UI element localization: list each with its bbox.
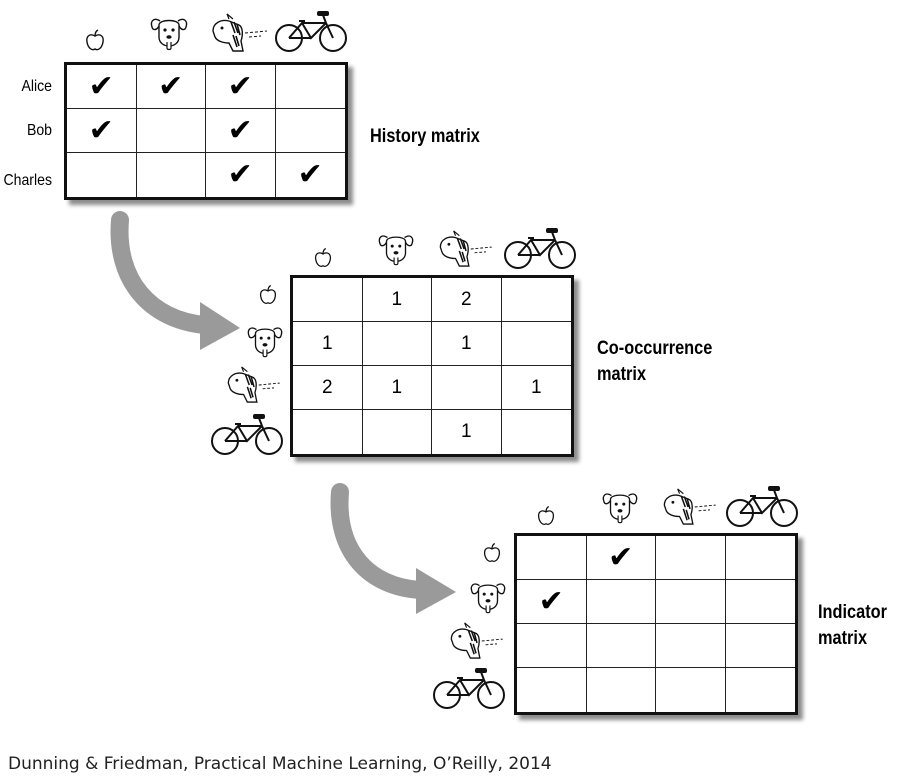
indicator-cell-r2-c1: ✔: [517, 580, 587, 624]
bicycle-icon: [503, 226, 577, 270]
cooccurrence-cell-r3-c3: [432, 366, 502, 410]
checkmark-icon: ✔: [227, 157, 253, 192]
cooccurrence-cell-r3-c2: 1: [362, 366, 432, 410]
puppy-icon: [600, 488, 640, 526]
pony-icon: [209, 13, 271, 53]
indicator-cell-r4-c1: [517, 668, 587, 712]
checkmark-icon: ✔: [608, 539, 634, 575]
checkmark-icon: ✔: [538, 583, 564, 619]
indicator-cell-r4-c2: [587, 668, 656, 712]
checkmark-icon: ✔: [88, 112, 114, 148]
checkmark-icon: ✔: [158, 68, 184, 104]
indicator-matrix: ✔✔: [514, 533, 798, 715]
cooccurrence-cell-r4-c1: [293, 410, 363, 454]
cooccurrence-cell-r2-c4: [501, 322, 571, 366]
history-cell-r1-c4: [275, 65, 345, 109]
bicycle-icon: [274, 9, 348, 53]
pony-icon: [660, 488, 720, 526]
indicator-cell-r4-c3: [656, 668, 726, 712]
indicator-cell-r1-c3: [656, 536, 726, 580]
cooccurrence-count: 1: [530, 376, 542, 398]
cooccurrence-count: 2: [321, 376, 333, 398]
apple-icon: [84, 29, 106, 53]
history-cell-r1-c1: ✔: [67, 65, 137, 109]
indicator-cell-r3-c2: [586, 624, 656, 668]
indicator-cell-r1-c2: ✔: [586, 536, 656, 580]
arrow-cooccurrence-to-indicator: [330, 483, 456, 614]
row-label-bob: Bob: [26, 122, 52, 139]
cooccurrence-count: 1: [460, 421, 472, 442]
cooccurrence-title-line1: Co-occurrence: [597, 338, 713, 359]
history-matrix: ✔ ✔ ✔ ✔ ✔ ✔ ✔: [64, 62, 348, 200]
cooccurrence-count: 1: [321, 332, 333, 354]
cooccurrence-cell-r2-c1: 1: [293, 322, 363, 366]
apple-icon: [536, 505, 556, 528]
indicator-cell-r3-c3: [656, 624, 726, 668]
apple-icon: [258, 284, 278, 307]
cooccurrence-cell-r1-c1: [293, 278, 363, 322]
checkmark-icon: ✔: [88, 68, 114, 104]
cooccurrence-cell-r4-c3: 1: [432, 410, 502, 454]
history-cell-r3-c1: [67, 153, 137, 197]
apple-icon: [313, 247, 333, 270]
cooccurrence-cell-r4-c2: [363, 410, 432, 454]
checkmark-icon: ✔: [227, 112, 253, 148]
pony-icon: [223, 366, 285, 404]
indicator-cell-r2-c2: [586, 580, 656, 624]
cooccurrence-cell-r1-c4: [501, 278, 571, 322]
cooccurrence-cell-r1-c3: 2: [432, 278, 502, 322]
cooccurrence-count: 1: [391, 288, 403, 310]
bicycle-icon: [210, 412, 284, 456]
puppy-icon: [245, 322, 285, 360]
checkmark-icon: ✔: [227, 68, 253, 104]
history-cell-r3-c4: ✔: [276, 153, 346, 197]
cooccurrence-count: 2: [460, 288, 472, 310]
cooccurrence-cell-r3-c4: 1: [501, 366, 571, 410]
history-cell-r2-c2: [136, 109, 206, 153]
bicycle-icon: [432, 666, 506, 710]
indicator-title-line1: Indicator: [818, 602, 888, 623]
history-cell-r2-c3: ✔: [206, 109, 276, 153]
arrow-history-to-cooccurrence: [110, 211, 240, 350]
indicator-cell-r3-c1: [517, 624, 587, 668]
history-cell-r3-c3: ✔: [206, 153, 276, 197]
row-label-alice: Alice: [21, 78, 52, 95]
history-cell-r2-c1: ✔: [67, 109, 137, 153]
cooccurrence-cell-r2-c3: 1: [432, 322, 502, 366]
cooccurrence-title: Co-occurrence matrix: [597, 336, 712, 388]
cooccurrence-count: 1: [460, 332, 472, 354]
indicator-cell-r2-c4: [725, 580, 795, 624]
cooccurrence-matrix: 1 2 1 1 2 1 1 1: [290, 275, 574, 457]
pony-icon: [436, 230, 496, 268]
puppy-icon: [148, 13, 190, 53]
history-title: History matrix: [370, 126, 480, 147]
history-cell-r3-c2: [137, 153, 206, 197]
history-cell-r2-c4: [275, 109, 345, 153]
puppy-icon: [468, 578, 508, 616]
cooccurrence-cell-r3-c1: 2: [293, 366, 363, 410]
cooccurrence-cell-r2-c2: [362, 322, 432, 366]
indicator-title-line2: matrix: [818, 628, 868, 649]
history-cell-r1-c3: ✔: [206, 65, 276, 109]
indicator-cell-r2-c3: [656, 580, 726, 624]
indicator-cell-r3-c4: [725, 624, 795, 668]
pony-icon: [446, 622, 508, 660]
indicator-cell-r1-c1: [517, 536, 587, 580]
indicator-cell-r4-c4: [726, 668, 796, 712]
checkmark-icon: ✔: [297, 157, 323, 192]
indicator-title: Indicator matrix: [818, 600, 887, 652]
puppy-icon: [376, 230, 416, 268]
citation: Dunning & Friedman, Practical Machine Le…: [8, 754, 552, 774]
row-label-charles: Charles: [3, 172, 53, 189]
apple-icon: [482, 542, 502, 565]
cooccurrence-title-line2: matrix: [597, 364, 647, 385]
bicycle-icon: [725, 484, 799, 528]
cooccurrence-cell-r1-c2: 1: [362, 278, 432, 322]
cooccurrence-count: 1: [391, 376, 403, 398]
cooccurrence-cell-r4-c4: [502, 410, 572, 454]
history-cell-r1-c2: ✔: [136, 65, 206, 109]
indicator-cell-r1-c4: [725, 536, 795, 580]
